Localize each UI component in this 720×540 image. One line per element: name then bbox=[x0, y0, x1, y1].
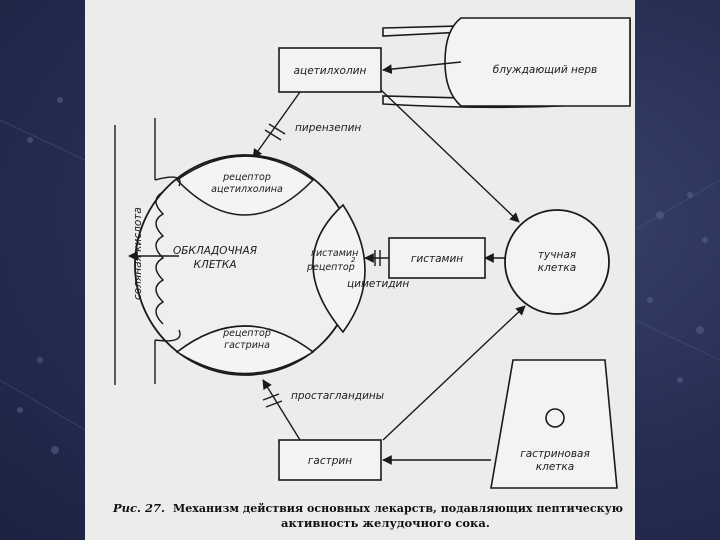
receptor-ach-line1: рецептор bbox=[222, 172, 271, 183]
parietal-cell-line2: КЛЕТКА bbox=[193, 259, 236, 271]
mast-cell-line2: клетка bbox=[538, 262, 576, 274]
arrow-acetylcholine-to-receptor bbox=[253, 92, 300, 158]
pirenzepine-label: пирензепин bbox=[295, 122, 361, 134]
vagus-nerve-body bbox=[445, 18, 630, 106]
gastrin-label: гастрин bbox=[308, 455, 352, 467]
figure-panel: ацетилхолин блуждающий нерв пирензепин р… bbox=[85, 0, 635, 540]
receptor-gastrin-line2: гастрина bbox=[224, 340, 270, 351]
arrow-gastrin-to-receptor bbox=[263, 380, 300, 440]
arrow-acetylcholine-to-mast-cell bbox=[381, 90, 519, 222]
block-mark-prostaglandins-1 bbox=[263, 394, 279, 400]
caption-line1: Механизм действия основных лекарств, под… bbox=[173, 501, 623, 515]
histamine-receptor-line2: рецептор bbox=[306, 262, 355, 273]
caption-figure-label: Рис. 27. bbox=[112, 501, 165, 515]
caption-line2: активность желудочного сока. bbox=[281, 516, 490, 530]
cimetidine-label: циметидин bbox=[347, 278, 409, 290]
mechanism-diagram: ацетилхолин блуждающий нерв пирензепин р… bbox=[85, 0, 635, 540]
gastrin-cell-line1: гастриновая bbox=[520, 448, 590, 460]
receptor-ach-line2: ацетилхолина bbox=[211, 184, 283, 195]
acetylcholine-label: ацетилхолин bbox=[294, 65, 367, 77]
prostaglandins-label: простагландины bbox=[291, 390, 384, 402]
vagus-nerve-label: блуждающий нерв bbox=[493, 64, 597, 76]
hydrochloric-acid-label: соляная кислота bbox=[132, 207, 144, 300]
parietal-cell-line1: ОБКЛАДОЧНАЯ bbox=[173, 245, 258, 257]
membrane-top bbox=[155, 118, 180, 186]
histamine-label: гистамин bbox=[411, 253, 463, 265]
receptor-gastrin-line1: рецептор bbox=[222, 328, 271, 339]
gastrin-cell-line2: клетка bbox=[536, 461, 574, 473]
mast-cell-line1: тучная bbox=[538, 249, 576, 261]
